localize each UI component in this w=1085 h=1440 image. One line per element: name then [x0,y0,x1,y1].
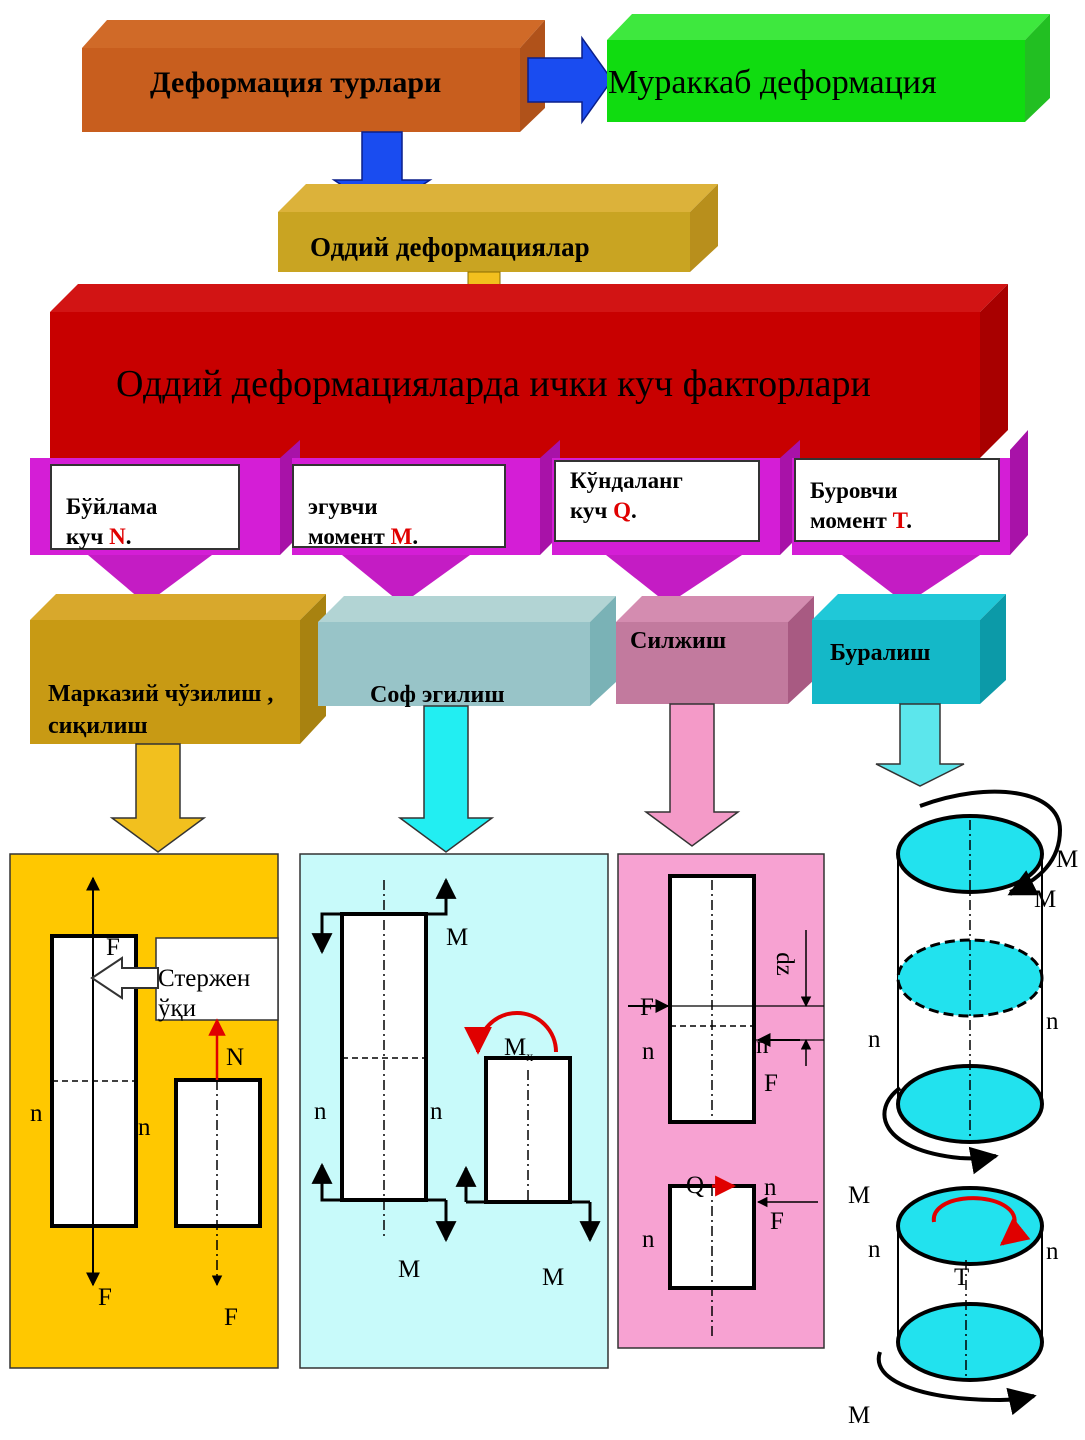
torsion-box [812,594,1006,704]
bending-M-bottom2: M [542,1264,565,1291]
arrow-down-cyan-icon [397,705,495,853]
tension-panel [9,853,279,1369]
tension-n-left: n [30,1100,43,1127]
axial-force-symbol: N [109,524,126,549]
torque-line2: момент T. [810,508,912,533]
rod-axis-label: Стержен ўқи [158,964,250,1024]
rod-axis-line2: ўқи [158,995,197,1022]
bending-moment-symbol: M [390,524,413,549]
simple-deformations-label: Оддий деформациялар [310,232,590,262]
bending-moment-line2: момент M. [308,524,419,549]
bending-n-left: n [314,1098,327,1125]
tension-N: N [226,1044,245,1071]
torsion-T: T [954,1264,970,1291]
tension-box [30,594,326,744]
axial-force-line2: куч N. [66,524,132,549]
torque-label: Буровчи момент T. [794,458,1000,542]
deformation-types-title: Деформация турлари [150,66,442,99]
torsion-panel [876,789,1063,1416]
tension-label-line2: сиқилиш [48,713,148,739]
shear-n-left: n [642,1038,655,1065]
simple-deformations-box [278,184,718,272]
torsion-label: Буралиш [830,640,931,666]
tension-F-bottom2: F [224,1304,238,1331]
bending-moment-label: эгувчи момент M. [292,464,506,549]
bending-n-right: n [430,1098,443,1125]
shear-dz: dz [770,952,798,976]
shear-force-label: Кўндаланг куч Q. [554,460,760,542]
shear-Q: Q [686,1172,705,1199]
arrow-down-cyan2-icon [875,703,965,787]
torsion-M-top1: M [1056,846,1079,873]
arrow-down-pink-icon [643,703,741,847]
internal-force-factors-box [50,284,1008,458]
tension-F-top: F [106,934,120,961]
bending-M-bottom1: M [398,1256,421,1283]
torsion-n-left2: n [868,1236,881,1263]
shear-n-mid: n [756,1032,769,1059]
torsion-M-mid: M [848,1182,871,1209]
tension-label-line1: Марказий чўзилиш , [48,681,274,707]
axial-force-line1: Бўйлама [66,494,158,519]
torsion-M-bottom: M [848,1402,871,1429]
bending-panel [299,853,609,1369]
tension-F-bottom1: F [98,1284,112,1311]
complex-deformation-box [607,14,1050,122]
bending-M-top: M [446,924,469,951]
arrow-down-gold-icon [109,743,207,853]
torsion-n-right2: n [1046,1238,1059,1265]
torsion-n-left: n [868,1026,881,1053]
bending-moment-line1: эгувчи [308,494,378,519]
shear-label: Силжиш [630,628,727,654]
shear-force-symbol: Q [613,498,632,523]
torsion-n-right: n [1046,1008,1059,1035]
shear-F-right: F [764,1070,778,1097]
shear-n-bottom-right: n [764,1174,777,1201]
bending-label: Соф эгилиш [370,682,505,708]
rod-axis-line1: Стержен [158,965,251,992]
tension-label: Марказий чўзилиш , сиқилиш [48,678,273,742]
bending-Mx: Mx [504,1034,534,1065]
shear-panel [617,853,825,1349]
torque-symbol: T [892,508,907,533]
torsion-M-top2: M [1034,886,1057,913]
tension-n-right: n [138,1114,151,1141]
shear-F-bottom: F [770,1208,784,1235]
shear-force-line1: Кўндаланг [570,468,683,493]
arrow-right-icon [527,35,613,125]
complex-deformation-label: Мураккаб деформация [608,64,937,101]
bending-box [318,596,616,706]
internal-force-factors-label: Оддий деформацияларда ички куч факторлар… [116,363,871,405]
axial-force-label: Бўйлама куч N. [50,464,240,550]
shear-F-left: F [640,994,654,1021]
shear-force-line2: куч Q. [570,498,637,523]
torque-line1: Буровчи [810,478,898,503]
shear-box [616,596,814,704]
deformation-types-box [82,20,545,132]
shear-n-bottom-left: n [642,1226,655,1253]
